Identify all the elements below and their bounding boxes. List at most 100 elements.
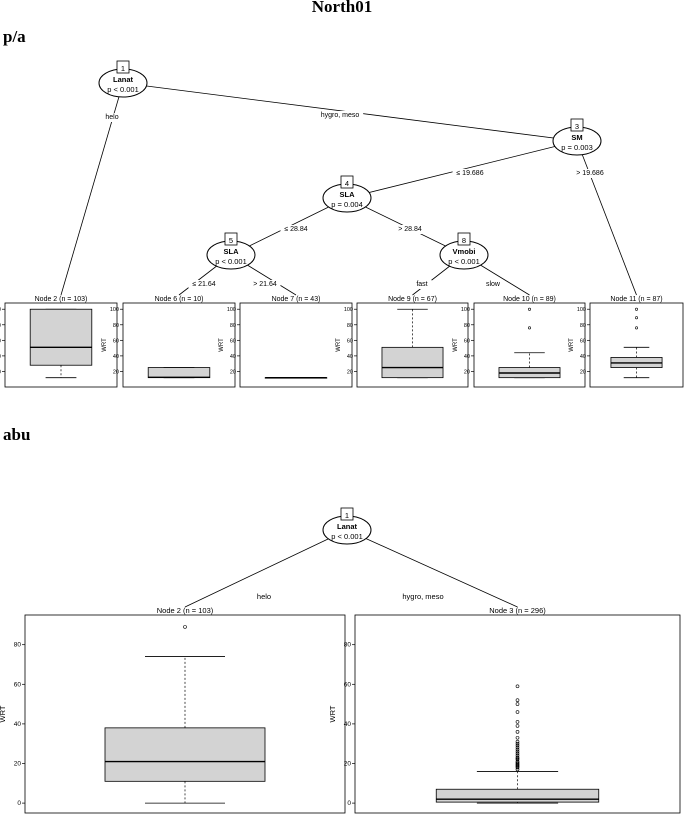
y-tick-label: 80 bbox=[113, 323, 119, 329]
y-tick-label: 60 bbox=[113, 338, 119, 344]
section-label-pa: p/a bbox=[3, 27, 26, 46]
y-tick-label: 80 bbox=[14, 642, 22, 649]
y-tick-label: 60 bbox=[344, 681, 352, 688]
y-tick-label: 40 bbox=[580, 354, 586, 360]
tree-edge-abu-1-2 bbox=[184, 529, 348, 608]
outlier-point bbox=[527, 307, 531, 311]
section-label-abu: abu bbox=[3, 425, 30, 444]
y-axis-label: WRT bbox=[569, 338, 575, 352]
outlier-point bbox=[515, 735, 520, 740]
edge-label-bg bbox=[316, 111, 364, 120]
edge-label-abu-1-2: helo bbox=[257, 592, 271, 601]
outlier-point bbox=[515, 741, 520, 746]
node-id-box bbox=[457, 232, 471, 246]
y-axis-label: WRT bbox=[453, 338, 459, 352]
y-tick-label: 60 bbox=[347, 338, 353, 344]
y-tick-label: 80 bbox=[230, 323, 236, 329]
boxplot-panel bbox=[589, 302, 684, 388]
outlier-point bbox=[515, 724, 520, 728]
edge-label-pa-1-3: hygro, meso bbox=[321, 112, 360, 119]
iqr-box bbox=[29, 308, 93, 366]
y-tick-label: 100 bbox=[0, 307, 1, 313]
edge-label-pa-5-7: > 21.64 bbox=[253, 281, 277, 288]
page-title: North01 bbox=[312, 0, 372, 16]
y-axis-label: WRT bbox=[0, 705, 7, 722]
y-tick-label: 40 bbox=[0, 354, 1, 360]
tree-edge-pa-3-11 bbox=[576, 140, 637, 296]
outlier-point bbox=[515, 684, 520, 689]
node-pvalue: p = 0.003 bbox=[561, 143, 593, 152]
edge-label-bg bbox=[398, 592, 448, 602]
y-tick-label: 60 bbox=[0, 338, 1, 344]
node-pvalue: p < 0.001 bbox=[107, 85, 139, 94]
node-id-box bbox=[340, 507, 354, 521]
terminal-title: Node 2 (n = 103) bbox=[35, 296, 88, 303]
y-tick-label: 100 bbox=[227, 307, 236, 313]
terminal-title: Node 11 (n = 87) bbox=[610, 296, 662, 303]
outlier-point bbox=[183, 625, 187, 629]
tree-edge-abu-1-3 bbox=[346, 529, 518, 608]
node-variable: Lanat bbox=[113, 75, 134, 84]
terminal-title: Node 6 (n = 10) bbox=[155, 296, 204, 303]
y-tick-label: 20 bbox=[347, 369, 353, 375]
y-tick-label: 20 bbox=[344, 761, 352, 768]
terminal-title: Node 3 (n = 296) bbox=[489, 606, 546, 615]
y-tick-label: 80 bbox=[0, 323, 1, 329]
edge-label-pa-8-10: slow bbox=[486, 281, 501, 288]
outlier-point bbox=[515, 739, 520, 744]
y-tick-label: 100 bbox=[577, 307, 586, 313]
node-id-box bbox=[570, 118, 584, 132]
outlier-point bbox=[515, 749, 520, 754]
edge-label-bg bbox=[394, 225, 426, 234]
node-id: 1 bbox=[121, 64, 125, 73]
iqr-box bbox=[147, 367, 211, 379]
edge-label-pa-4-5: ≤ 28.84 bbox=[284, 226, 307, 233]
outlier-point bbox=[515, 755, 520, 760]
y-tick-label: 80 bbox=[347, 323, 353, 329]
outlier-point bbox=[515, 702, 520, 706]
terminal-title: Node 9 (n = 67) bbox=[388, 296, 437, 303]
y-tick-label: 60 bbox=[464, 338, 470, 344]
y-tick-label: 20 bbox=[464, 369, 470, 375]
node-id-box bbox=[116, 60, 130, 74]
node-variable: SLA bbox=[224, 247, 240, 256]
y-tick-label: 20 bbox=[230, 369, 236, 375]
iqr-box bbox=[104, 727, 266, 782]
y-tick-label: 60 bbox=[14, 681, 22, 688]
edge-label-pa-5-6: ≤ 21.64 bbox=[192, 281, 215, 288]
y-tick-label: 20 bbox=[0, 369, 1, 375]
y-tick-label: 0 bbox=[347, 800, 351, 807]
node-id: 3 bbox=[575, 122, 579, 131]
y-axis-label: WRT bbox=[328, 705, 337, 722]
node-id: 4 bbox=[345, 179, 349, 188]
edge-label-pa-3-4: ≤ 19.686 bbox=[456, 170, 483, 177]
edge-label-bg bbox=[253, 592, 275, 602]
outlier-point bbox=[515, 698, 520, 702]
node-id-box bbox=[224, 232, 238, 246]
y-axis-label: WRT bbox=[102, 338, 108, 352]
terminal-title: Node 10 (n = 89) bbox=[503, 296, 556, 303]
y-tick-label: 40 bbox=[464, 354, 470, 360]
outlier-point bbox=[515, 743, 520, 748]
edge-label-pa-1-2: helo bbox=[105, 114, 118, 121]
node-variable: Vmobi bbox=[453, 247, 476, 256]
node-id: 8 bbox=[462, 236, 466, 245]
outlier-point bbox=[515, 747, 520, 752]
y-tick-label: 40 bbox=[113, 354, 119, 360]
node-id: 1 bbox=[345, 511, 349, 520]
y-tick-label: 40 bbox=[14, 721, 22, 728]
edge-label-bg bbox=[572, 169, 608, 178]
node-variable: Lanat bbox=[337, 522, 358, 531]
y-tick-label: 0 bbox=[17, 800, 21, 807]
